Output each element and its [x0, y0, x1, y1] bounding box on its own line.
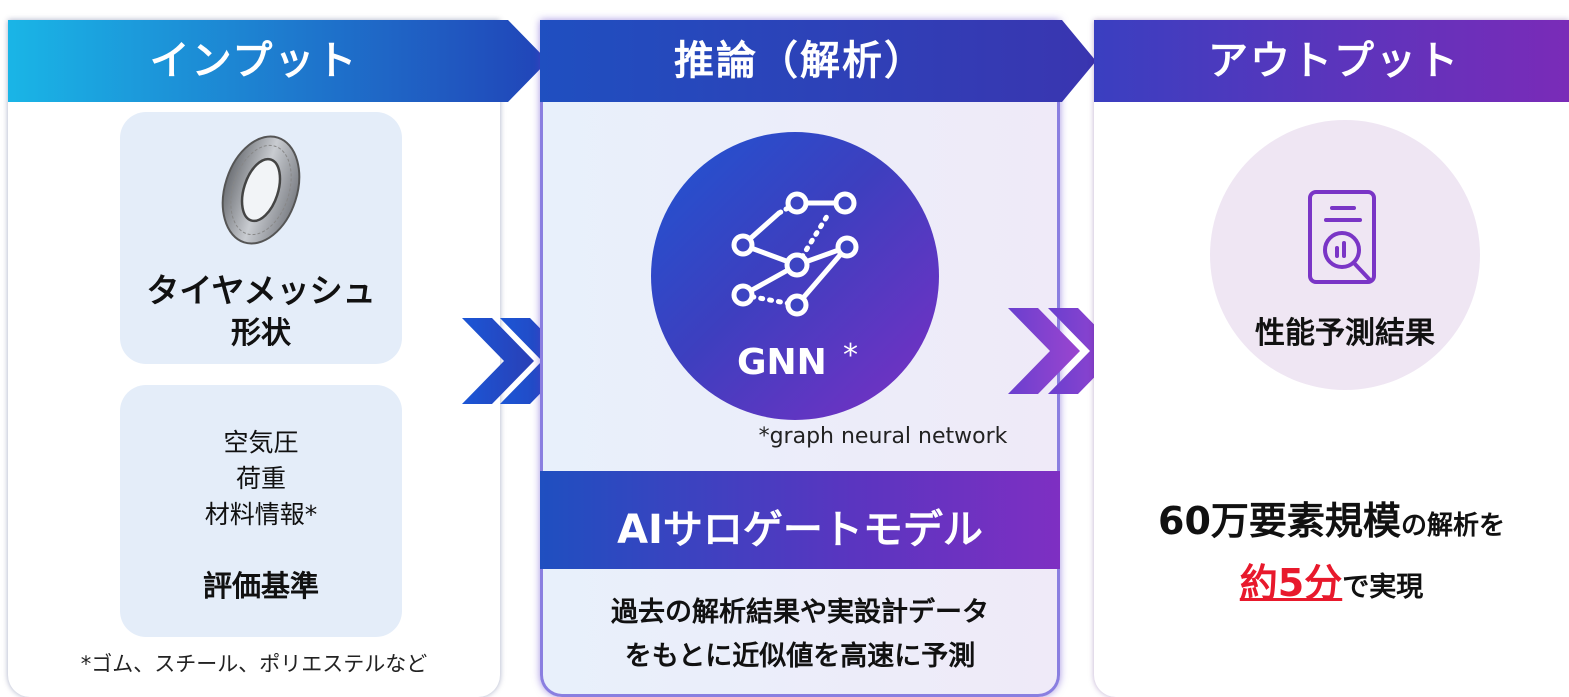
tire-mesh-box: タイヤメッシュ 形状 — [120, 112, 402, 364]
input-panel: インプット タイヤメッシュ 形状 空気圧 荷重 材料情報* 評価基準 *ゴ — [8, 20, 548, 697]
evaluation-criteria-label: 評価基準 — [202, 569, 319, 603]
tire-icon — [221, 135, 301, 245]
summary-line2: 約5分で実現 — [1094, 552, 1569, 607]
material-footnote: *ゴム、スチール、ポリエステルなど — [80, 652, 428, 676]
model-desc-line2: をもとに近似値を高速に予測 — [624, 641, 976, 672]
input-header-title: インプット — [149, 38, 359, 84]
gnn-label: GNN — [737, 342, 827, 383]
shape-label: 形状 — [231, 316, 291, 351]
input-header-banner — [8, 20, 548, 102]
gnn-circle: GNN * — [651, 132, 939, 420]
conditions-box: 空気圧 荷重 材料情報* 評価基準 — [120, 385, 402, 637]
load-label: 荷重 — [235, 464, 286, 493]
highlight-time: 約5分 — [1239, 561, 1343, 605]
summary-big: 60万要素規模 — [1158, 499, 1401, 543]
air-pressure-label: 空気圧 — [223, 428, 299, 457]
output-header-title: アウトプット — [1208, 38, 1460, 84]
model-desc-line1: 過去の解析結果や実設計データ — [611, 597, 989, 628]
network-graph-icon — [731, 191, 859, 317]
summary-line1: 60万要素規模の解析を — [1094, 490, 1569, 545]
tire-mesh-label: タイヤメッシュ — [146, 271, 376, 310]
inference-header-banner — [540, 20, 1096, 102]
result-circle: 性能予測結果 — [1210, 120, 1480, 390]
material-info-label: 材料情報* — [204, 500, 318, 529]
inference-header-title: 推論（解析） — [674, 38, 926, 84]
report-search-icon — [1308, 190, 1376, 284]
inference-panel: 推論（解析） — [540, 20, 1096, 697]
gnn-asterisk: * — [843, 338, 858, 373]
output-header-banner — [1094, 20, 1569, 102]
gnn-footnote: *graph neural network — [758, 424, 1008, 449]
highlight-suffix: で実現 — [1342, 572, 1424, 603]
model-title: AIサロゲートモデル — [617, 507, 983, 553]
model-title-band: AIサロゲートモデル — [540, 471, 1060, 569]
output-panel: アウトプット 性能予測結果 60万要素規模の解析を 約5分で実現 — [1094, 20, 1569, 697]
summary-small: の解析を — [1400, 511, 1505, 541]
result-label: 性能予測結果 — [1255, 316, 1435, 351]
